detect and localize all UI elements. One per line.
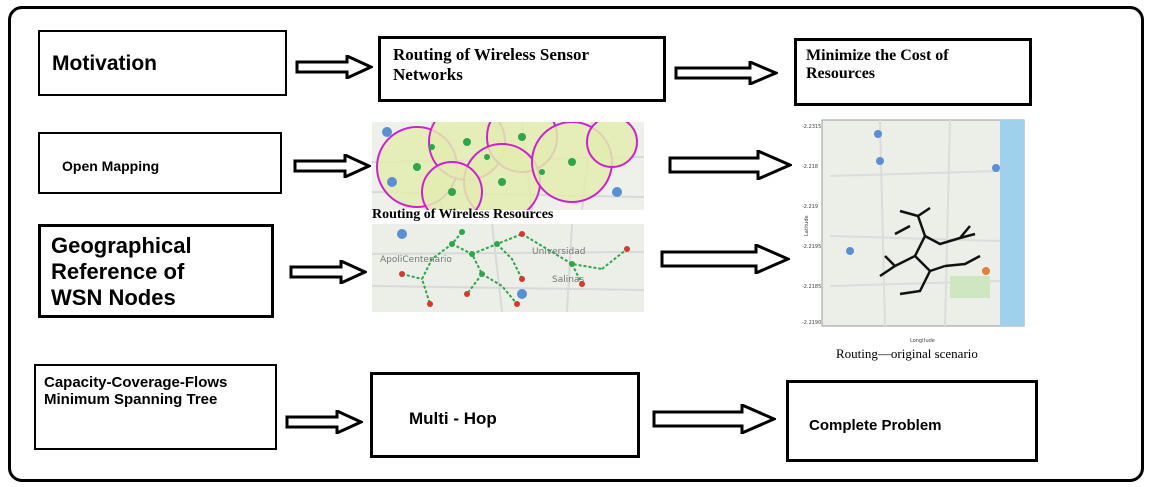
outer-frame xyxy=(8,6,1144,482)
svg-text:-2.2190: -2.2190 xyxy=(802,320,821,326)
coverage-map-drawing xyxy=(372,122,644,210)
minimize-cost-label: Minimize the Cost of Resources xyxy=(806,47,949,83)
open-mapping-label: Open Mapping xyxy=(62,158,160,174)
arrow-icon xyxy=(652,404,776,434)
routing-plot-drawing: -2.2315 -2.218 -2.219 -2.2195 -2.2185 -2.219… xyxy=(802,119,1025,344)
routing-plot-axis-y: Latitude xyxy=(804,215,810,236)
capacity-mst-box: Capacity-Coverage-Flows Minimum Spanning… xyxy=(34,364,277,450)
open-mapping-box: Open Mapping xyxy=(38,132,282,194)
arrow-icon xyxy=(289,260,367,284)
coverage-map-image xyxy=(372,122,644,210)
routing-plot-axis-x: Longitude xyxy=(910,338,935,344)
arrow-icon xyxy=(674,61,778,85)
svg-text:-2.2315: -2.2315 xyxy=(802,124,821,130)
geo-reference-label: Geographical Reference of WSN Nodes xyxy=(51,233,192,310)
tree-map-drawing: ApoliCentenario Universidad Salinas xyxy=(372,224,644,312)
svg-text:-2.219: -2.219 xyxy=(802,204,818,210)
tree-map-label: Salinas xyxy=(552,275,584,285)
motivation-label: Motivation xyxy=(52,52,157,75)
capacity-mst-label: Capacity-Coverage-Flows Minimum Spanning… xyxy=(44,374,228,409)
complete-problem-box: Complete Problem xyxy=(786,380,1038,462)
arrow-icon xyxy=(295,55,373,79)
tree-map-label: Universidad xyxy=(532,247,586,257)
svg-text:-2.2185: -2.2185 xyxy=(802,284,821,290)
geo-reference-box: Geographical Reference of WSN Nodes xyxy=(38,224,274,318)
tree-map-image: ApoliCentenario Universidad Salinas xyxy=(372,224,644,312)
multi-hop-box: Multi - Hop xyxy=(370,372,640,458)
arrow-icon xyxy=(668,150,792,180)
svg-text:-2.2195: -2.2195 xyxy=(802,244,821,250)
routing-plot-image: -2.2315 -2.218 -2.219 -2.2195 -2.2185 -2.219… xyxy=(800,116,1028,348)
svg-text:-2.218: -2.218 xyxy=(802,164,818,170)
routing-wsn-box: Routing of Wireless Sensor Networks xyxy=(378,36,666,102)
multi-hop-label: Multi - Hop xyxy=(409,409,497,428)
routing-wsn-label: Routing of Wireless Sensor Networks xyxy=(393,45,589,84)
routing-plot-caption: Routing—original scenario xyxy=(836,346,978,361)
tree-map-label: ApoliCentenario xyxy=(380,255,452,265)
arrow-icon xyxy=(293,154,371,178)
arrow-icon xyxy=(660,244,790,274)
motivation-box: Motivation xyxy=(38,30,287,96)
coverage-map-caption: Routing of Wireless Resources xyxy=(372,207,554,222)
minimize-cost-box: Minimize the Cost of Resources xyxy=(794,38,1032,106)
arrow-icon xyxy=(285,410,363,434)
complete-problem-label: Complete Problem xyxy=(809,417,942,434)
